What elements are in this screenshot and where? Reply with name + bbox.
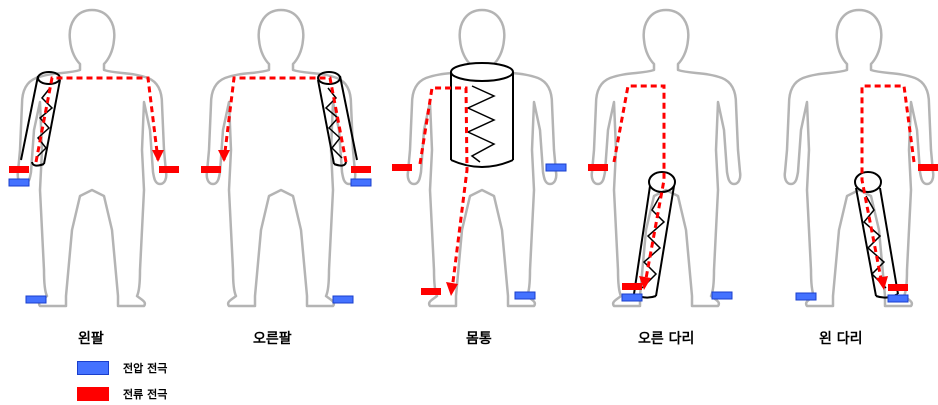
current-electrode (888, 284, 908, 291)
current-arrowhead (152, 150, 164, 162)
segment-caption-right-leg: 오른 다리 (638, 328, 694, 348)
voltage-electrode (712, 292, 732, 299)
voltage-electrode (622, 294, 642, 301)
legend-current-label: 전류 전극 (123, 386, 167, 402)
current-arrowhead (876, 276, 888, 290)
current-electrode (918, 164, 938, 171)
voltage-electrode (351, 179, 371, 186)
segment-caption-trunk: 몸통 (466, 328, 492, 348)
body-silhouette (785, 10, 934, 306)
voltage-electrode (333, 296, 353, 303)
current-electrode (392, 164, 412, 171)
segment-caption-left-arm: 왼팔 (78, 328, 104, 348)
current-path (224, 78, 346, 162)
figure-right-arm (201, 10, 371, 306)
figure-left-leg (785, 10, 938, 306)
voltage-electrode (515, 292, 535, 299)
figure-trunk (392, 10, 566, 306)
voltage-electrode (796, 293, 816, 300)
current-electrode (421, 288, 441, 295)
current-path (862, 86, 914, 284)
voltage-electrode-swatch (77, 361, 109, 375)
voltage-electrode (9, 179, 29, 186)
current-electrode (9, 166, 29, 173)
voltage-electrode (26, 296, 46, 303)
legend-current-row: 전류 전극 (77, 386, 167, 402)
current-electrode (588, 164, 608, 171)
current-electrode (622, 283, 642, 290)
body-silhouette (18, 10, 167, 306)
legend-voltage-label: 전압 전극 (123, 360, 167, 376)
segment-caption-left-leg: 왼 다리 (819, 328, 863, 348)
current-electrode (159, 166, 179, 173)
legend-voltage-row: 전압 전극 (77, 360, 167, 376)
figure-left-arm (9, 10, 179, 306)
current-electrode (351, 166, 371, 173)
current-electrode-swatch (77, 387, 109, 401)
voltage-electrode (546, 164, 566, 171)
current-electrode (201, 166, 221, 173)
body-silhouette (408, 10, 557, 306)
segment-caption-right-arm: 오른팔 (253, 328, 292, 348)
resistance-zigzag (468, 86, 494, 162)
current-path (36, 78, 158, 162)
voltage-electrode (888, 295, 908, 302)
figure-right-leg (588, 10, 740, 306)
